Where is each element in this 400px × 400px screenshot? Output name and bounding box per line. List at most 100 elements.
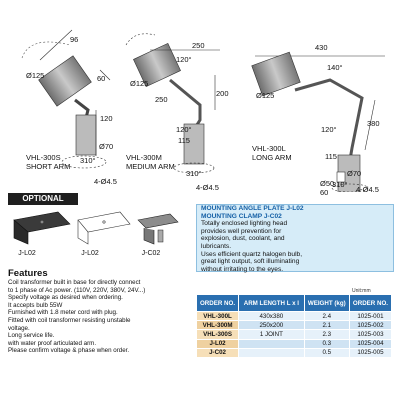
cell-arm (238, 338, 305, 349)
feature-line-4: It accepts bulb 55W (8, 301, 63, 309)
long-dim-11: 60 (320, 188, 329, 197)
cell-model: VHL-300L (195, 310, 240, 322)
mounting-line-5: explosion, dust, coolant, and (201, 235, 285, 243)
unit-label: Unit:mm (352, 288, 371, 294)
cell-weight: 2.3 (303, 329, 350, 340)
mounting-line-1: MOUNTING ANGLE PLATE J-L02 (201, 205, 304, 212)
feature-line-3: Specify voltage as desired when ordering… (8, 294, 123, 302)
header-arm-length: ARM LENGTH L x l (238, 294, 305, 312)
cell-arm: 250x200 (238, 320, 305, 331)
short-dim-6: 310° (80, 156, 96, 165)
table-row: VHL-300M 250x200 2.1 1025-002 (195, 320, 393, 331)
medium-dim-9: 4-Ø4.5 (196, 183, 219, 192)
feature-line-1: Coil transformer built in base for direc… (8, 279, 141, 286)
cell-weight: 0.5 (303, 347, 350, 358)
long-dim-3: Ø125 (256, 91, 275, 100)
short-arm-name: SHORT ARM (26, 162, 71, 171)
feature-line-6: Fitted with coil transformer resisting u… (8, 316, 131, 324)
table-row: J-C02 0.5 1025-005 (195, 347, 393, 358)
short-arm-lamp-drawing (21, 29, 111, 169)
long-dim-6: 115 (325, 152, 337, 161)
accessory-label-3: J-C02 (141, 250, 161, 257)
medium-arm-lamp-drawing (125, 33, 220, 174)
long-dim-7: Ø70 (347, 169, 362, 178)
short-dim-5: Ø70 (99, 142, 114, 151)
mounting-line-8: great light output, soft illuminating (201, 258, 300, 266)
accessory-label-1: J-L02 (18, 250, 36, 257)
long-dim-10: Ø50 (320, 179, 335, 188)
cell-weight: 0.3 (303, 338, 350, 349)
long-dim-9: 4-Ø4.5 (356, 185, 379, 194)
clamp-drawing (137, 213, 179, 245)
cell-model: J-L02 (195, 338, 240, 349)
medium-dim-7: 115 (178, 136, 190, 145)
angle-plate-line-drawing (77, 211, 131, 245)
table-row: VHL-300S 1 JOINT 2.3 1025-003 (195, 329, 393, 340)
lamp-diagrams: 96 Ø125 60 120 Ø70 VHL-300S SHORT ARM 31… (0, 0, 400, 197)
spec-table: ORDER NO. ARM LENGTH L x l WEIGHT (kg) O… (195, 294, 393, 358)
accessory-drawings (13, 211, 179, 245)
medium-arm-name: MEDIUM ARM (126, 162, 175, 171)
cell-code: 1025-004 (348, 338, 393, 349)
cell-code: 1025-001 (348, 310, 393, 322)
cell-weight: 2.4 (303, 310, 350, 322)
table-row: J-L02 0.3 1025-004 (195, 338, 393, 349)
feature-line-7: voltage. (8, 324, 30, 332)
medium-dim-2: 120° (176, 55, 192, 64)
short-dim-4: 120 (100, 114, 113, 123)
header-weight: WEIGHT (kg) (303, 294, 350, 312)
mounting-line-2: MOUNTING CLAMP J-C02 (201, 212, 282, 220)
medium-dim-4: 250 (155, 95, 168, 104)
long-dim-8: 310° (332, 180, 348, 189)
accessory-label-2: J-L02 (81, 250, 99, 257)
features-list: Coil transformer built in base for direc… (8, 279, 198, 355)
medium-model: VHL-300M (126, 153, 162, 162)
medium-dim-6: 120° (176, 125, 192, 134)
cell-code: 1025-003 (348, 329, 393, 340)
diagram-svg (21, 29, 385, 192)
feature-line-10: Please confirm voltage & phase when orde… (8, 347, 130, 355)
cell-model: VHL-300M (195, 320, 240, 331)
long-dim-2: 140° (327, 63, 343, 72)
feature-line-9: with water proof articulated arm. (8, 339, 97, 347)
cell-arm (238, 347, 305, 358)
header-order-no: ORDER NO. (195, 294, 240, 312)
long-model: VHL-300L (252, 144, 286, 153)
angle-plate-drawing (13, 211, 71, 245)
cell-arm: 430x380 (238, 310, 305, 322)
cell-model: VHL-300S (195, 329, 240, 340)
long-dim-5: 120° (321, 125, 337, 134)
table-row: VHL-300L 430x380 2.4 1025-001 (195, 310, 393, 322)
medium-dim-5: 200 (216, 89, 229, 98)
optional-header: OPTIONAL (8, 193, 78, 205)
cell-code: 1025-002 (348, 320, 393, 331)
cell-arm: 1 JOINT (238, 329, 305, 340)
long-dim-4: 380 (367, 119, 380, 128)
optional-title: OPTIONAL (22, 194, 64, 203)
cell-code: 1025-005 (348, 347, 393, 358)
header-order-code: ORDER NO. (348, 294, 393, 312)
short-dim-3: 60 (97, 74, 106, 83)
long-arm-lamp-drawing (251, 51, 385, 192)
mounting-line-6: lubricants. (201, 242, 232, 250)
mounting-line-9: without irritating to the eyes. (201, 265, 284, 273)
features-title: Features (8, 268, 48, 279)
spec-table-header-row: ORDER NO. ARM LENGTH L x l WEIGHT (kg) O… (195, 294, 393, 312)
long-dim-1: 430 (315, 43, 328, 52)
short-model: VHL-300S (26, 153, 61, 162)
medium-dim-1: 250 (192, 41, 205, 50)
short-dim-7: 4-Ø4.5 (94, 177, 117, 186)
mounting-line-7: Uses efficient quartz halogen bulb, (201, 250, 303, 258)
mounting-line-4: provides well prevention for (201, 227, 282, 235)
feature-line-5: Furnished with 1.8 meter cord with plug. (8, 309, 118, 317)
mounting-info-box: MOUNTING ANGLE PLATE J-L02 MOUNTING CLAM… (196, 204, 394, 273)
short-dim-2: Ø125 (26, 71, 45, 80)
feature-line-8: Long service life. (8, 332, 55, 340)
short-dim-1: 96 (70, 35, 79, 44)
cell-model: J-C02 (195, 347, 240, 358)
medium-dim-3: Ø125 (130, 79, 149, 88)
feature-line-2: to 1 phase of Ac power. (110V, 220V, 380… (8, 286, 146, 294)
long-arm-name: LONG ARM (252, 153, 292, 162)
cell-weight: 2.1 (303, 320, 350, 331)
mounting-line-3: Totally enclosed lighting head (201, 220, 288, 228)
